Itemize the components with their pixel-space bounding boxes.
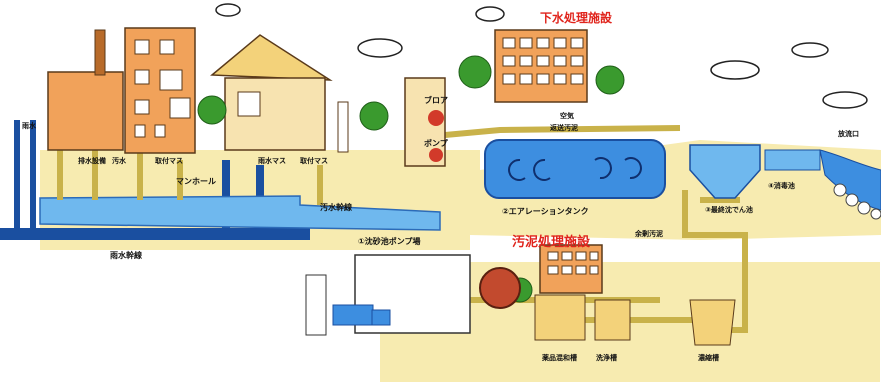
truck-cab [371, 309, 391, 326]
label-aeration-tank: ②エアレーションタンク [502, 206, 589, 216]
label-rain-basin: 雨水マス [258, 156, 286, 165]
label-disinfection: ④消毒池 [768, 181, 795, 190]
aeration-tank [484, 139, 666, 199]
label-digester: 薬品混和槽 [541, 353, 577, 362]
street-sign-post [337, 101, 349, 153]
label-return-sludge: 返送汚泥 [550, 123, 578, 132]
label-wash-tank: 洗浄槽 [596, 353, 617, 362]
label-pipe-b: 汚水 [112, 156, 127, 165]
label-storm-drain: 雨水幹線 [110, 250, 142, 260]
label-house-drain-2: 取付マス [300, 156, 328, 165]
sludge-plant-windows [547, 251, 599, 275]
thickener-tank [689, 299, 736, 346]
label-pump: ポンプ [424, 138, 449, 148]
apartment-windows [134, 39, 191, 138]
label-outfall-left: 雨水 [22, 121, 37, 130]
label-final-sed: ③最終沈でん池 [705, 205, 753, 214]
dewatering-drum [479, 267, 521, 309]
label-grit-pump: ①沈砂池ポンプ場 [358, 236, 421, 246]
pump-icon [429, 148, 443, 162]
sewage-plant-windows [502, 37, 584, 85]
label-air: 空気 [560, 111, 574, 120]
final-sedimentation-tank [689, 144, 761, 199]
sewer-main-pipe [39, 195, 441, 231]
tower-structure [305, 274, 327, 336]
label-manhole: マンホール [176, 177, 216, 186]
label-thickener: 濃縮槽 [698, 353, 719, 362]
blower-icon [428, 110, 444, 126]
label-excess-sludge: 余剰汚泥 [634, 229, 663, 238]
river [819, 149, 881, 211]
label-blower: ブロア [424, 95, 448, 105]
aeration-swirls [508, 157, 642, 181]
house-roof [210, 34, 333, 81]
storm-drain-riser-2 [30, 120, 36, 230]
label-sewer-main: 汚水幹線 [320, 202, 352, 212]
sewage-plant-title: 下水処理施設 [540, 10, 613, 25]
label-pipe-a: 排水設備 [78, 156, 106, 165]
truck-body [332, 304, 374, 326]
factory-chimney [94, 29, 106, 76]
sludge-tank-2 [594, 299, 631, 341]
riverbank-rocks [833, 183, 881, 220]
sludge-tank-1 [534, 294, 586, 341]
storm-drain-riser-1 [14, 120, 20, 230]
storm-drain-riser-3 [222, 160, 230, 230]
house-window [237, 91, 261, 117]
sludge-plant-title: 汚泥処理施設 [512, 234, 591, 250]
disinfection-tank [764, 149, 821, 171]
label-discharge: 放流口 [837, 129, 859, 138]
label-house-drain-1: 取付マス [155, 156, 183, 165]
storm-drain-pipe [0, 228, 310, 240]
clouds [215, 3, 868, 109]
factory-building [47, 71, 124, 151]
